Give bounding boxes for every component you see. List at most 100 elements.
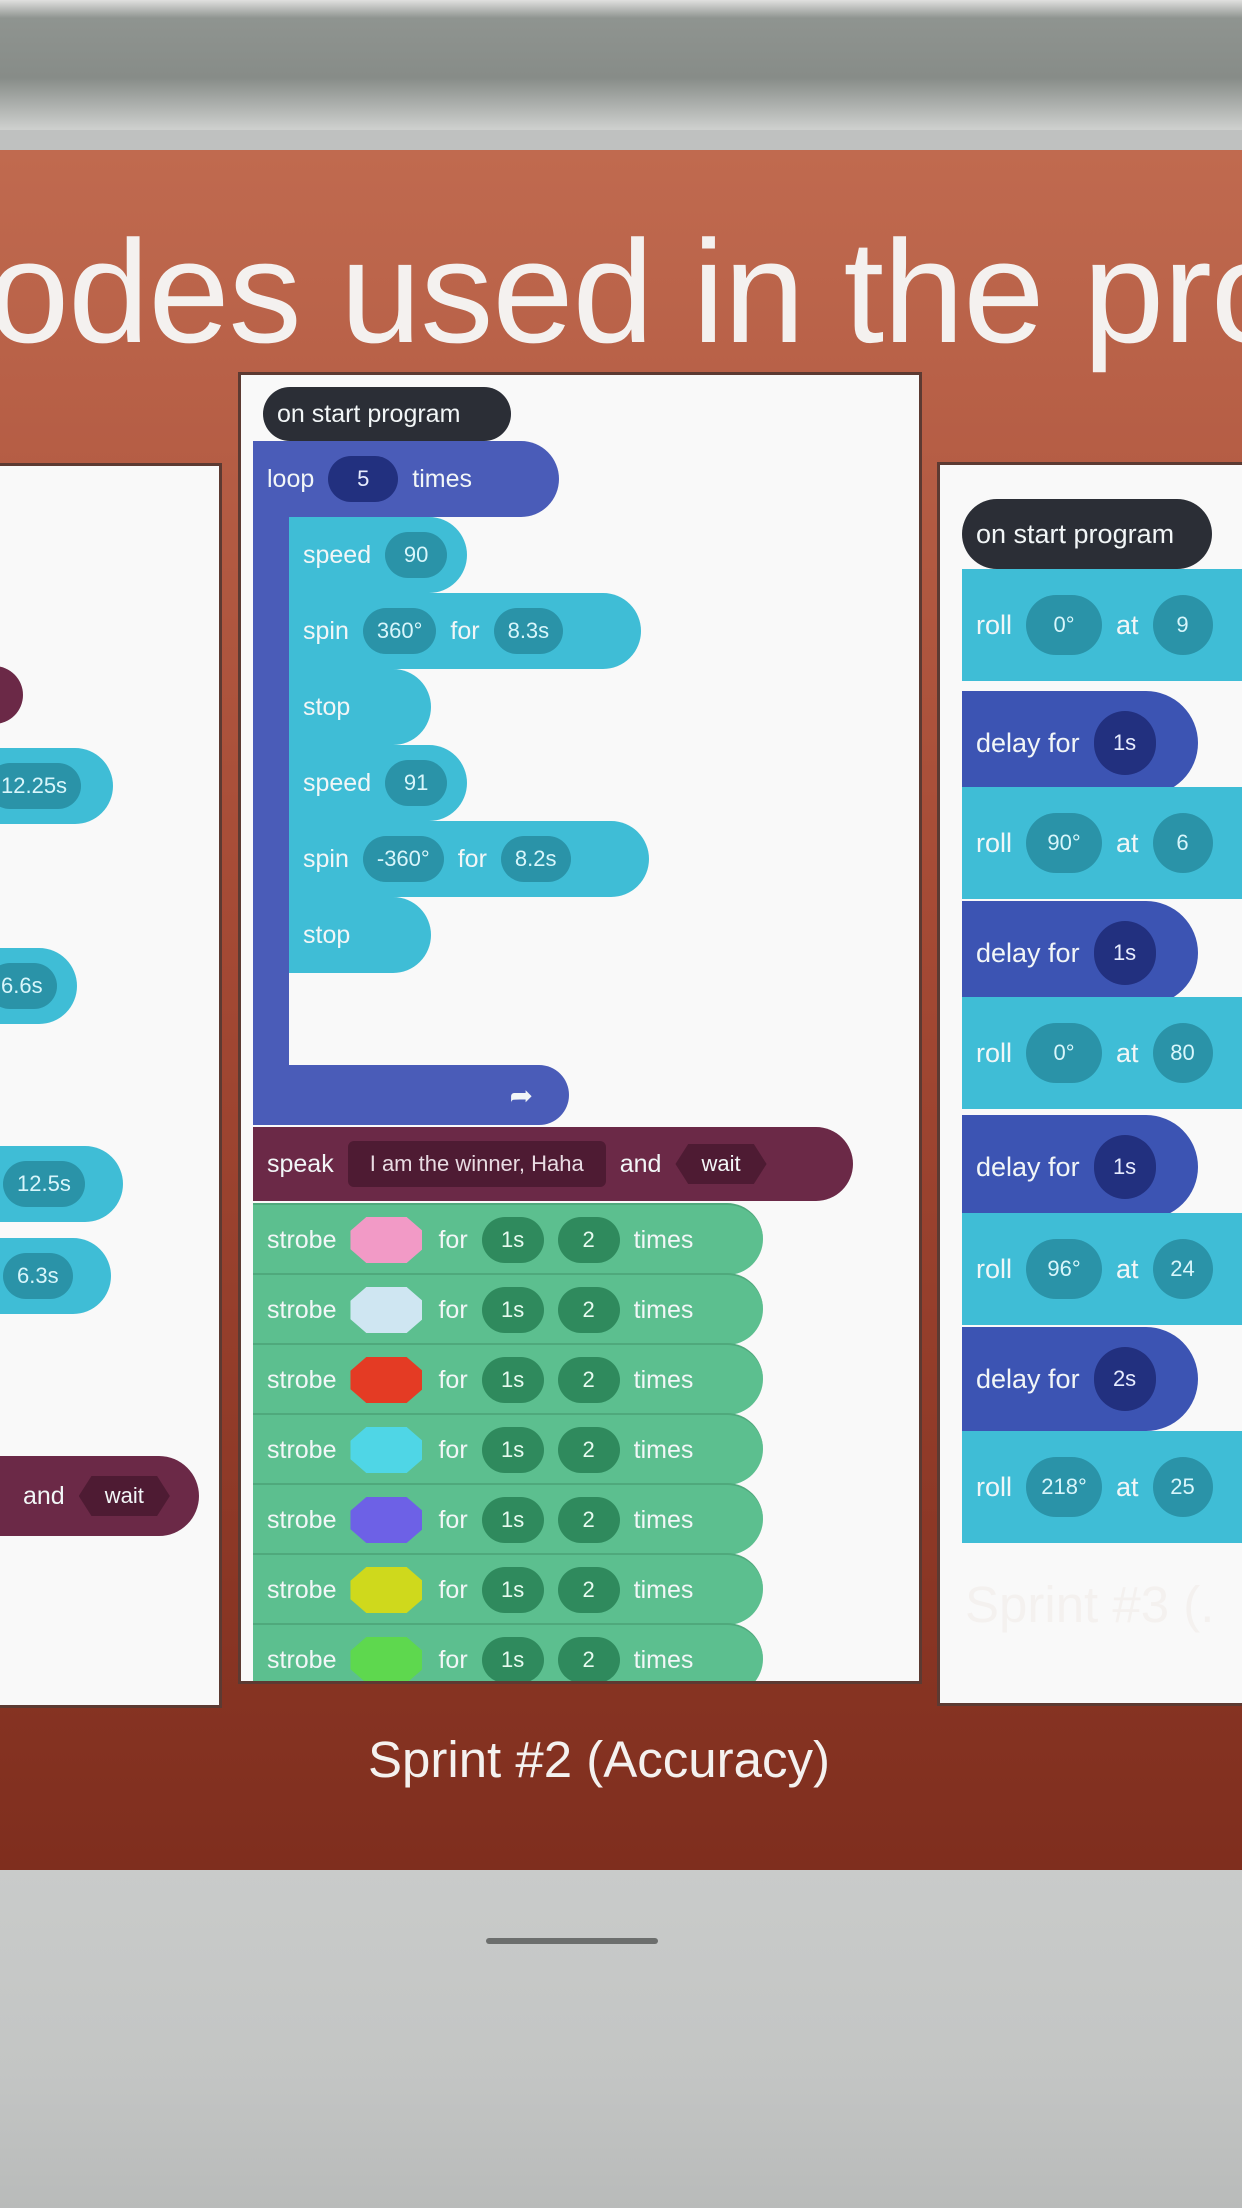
spin-block: 6.6s [0,948,77,1024]
and-label: and [619,1149,662,1178]
strobe-suffix: times [633,1365,694,1394]
strobe-time-pill: 1s [481,1287,544,1333]
slide-title: odes used in the proj [0,210,1242,373]
spin-block: spin 360° for 8.3s [289,593,641,669]
strobe-suffix: times [633,1225,694,1254]
strobe-suffix: times [633,1645,694,1674]
delay-label: delay for [976,1151,1080,1182]
roll-label: roll [976,1037,1013,1068]
strobe-color-swatch [350,1497,423,1543]
at-label: at [1116,609,1139,640]
roll-label: roll [976,1471,1013,1502]
strobe-label: strobe [267,1295,337,1324]
duration-pill: 12.5s [3,1161,85,1207]
speak-label: speak [267,1149,334,1178]
wait-pill: wait [78,1476,170,1516]
strobe-color-swatch [350,1287,423,1333]
speed-label: speed [303,768,372,797]
strobe-suffix: times [633,1295,694,1324]
strobe-suffix: times [633,1575,694,1604]
speed-block: speed 91 [289,745,467,821]
roll-speed-pill: 25 [1152,1457,1213,1517]
at-label: at [1116,1253,1139,1284]
loop-end-block: ➦ [253,1065,569,1125]
roll-speed-pill: 24 [1152,1239,1213,1299]
for-label: for [438,1505,468,1534]
roll-label: roll [976,609,1013,640]
roll-angle-pill: 0° [1026,595,1103,655]
for-label: for [438,1645,468,1674]
strobe-time-pill: 1s [481,1637,544,1681]
presentation-slide: odes used in the proj 12.25s 6.6s 12.5s … [0,150,1242,1870]
sprint-2-code-panel: on start program loop 5 times ➦ speed 90… [238,372,922,1684]
duration-pill: 12.25s [0,763,82,809]
strobe-count-pill: 2 [557,1287,620,1333]
strobe-suffix: times [633,1505,694,1534]
roll-speed-pill: 6 [1152,813,1213,873]
strobe-time-pill: 1s [481,1497,544,1543]
loop-suffix: times [412,464,472,493]
strobe-count-pill: 2 [557,1497,620,1543]
strobe-time-pill: 1s [481,1567,544,1613]
speed-block: speed 90 [289,517,467,593]
spin-block: 12.25s [0,748,113,824]
roll-angle-pill: 0° [1026,1023,1103,1083]
start-hat-block: on start program [263,387,511,441]
roll-angle-pill: 218° [1026,1457,1103,1517]
for-label: for [450,616,480,645]
monitor-stand-line [486,1938,658,1944]
strobe-color-swatch [350,1217,423,1263]
start-hat-label: on start program [277,399,461,428]
delay-label: delay for [976,937,1080,968]
sprint-2-caption: Sprint #2 (Accuracy) [368,1731,830,1788]
duration-pill: 6.3s [3,1253,73,1299]
strobe-label: strobe [267,1645,337,1674]
strobe-count-pill: 2 [557,1427,620,1473]
and-label: and [23,1481,65,1510]
roll-angle-pill: 96° [1026,1239,1103,1299]
stop-block: stop [289,897,431,973]
speed-value-pill: 90 [385,532,448,578]
spin-angle-pill: 360° [362,608,437,654]
start-hat-label: on start program [976,518,1175,549]
roll-label: roll [976,827,1013,858]
strobe-time-pill: 1s [481,1217,544,1263]
for-label: for [438,1575,468,1604]
sprint-3-caption: Sprint #3 (. [965,1576,1215,1633]
for-label: for [457,844,487,873]
loop-count-pill: 5 [328,456,399,502]
strobe-label: strobe [267,1365,337,1394]
loop-side-bar [253,515,289,1105]
roll-label: roll [976,1253,1013,1284]
roll-speed-pill: 80 [1152,1023,1213,1083]
strobe-color-swatch [350,1567,423,1613]
roll-speed-pill: 9 [1152,595,1213,655]
roll-block: roll 0° at 9 [962,569,1242,681]
spin-block: 6.3s [0,1238,111,1314]
strobe-color-swatch [350,1357,423,1403]
speed-value-pill: 91 [385,760,448,806]
spin-block: 12.5s [0,1146,123,1222]
monitor-bezel-top [0,0,1242,130]
speed-label: speed [303,540,372,569]
strobe-count-pill: 2 [557,1357,620,1403]
monitor-bezel-bottom [0,1870,1242,2208]
for-label: for [438,1365,468,1394]
delay-label: delay for [976,1363,1080,1394]
roll-angle-pill: 90° [1026,813,1103,873]
roll-block: roll 96° at 24 [962,1213,1242,1325]
strobe-count-pill: 2 [557,1217,620,1263]
strobe-color-swatch [350,1427,423,1473]
